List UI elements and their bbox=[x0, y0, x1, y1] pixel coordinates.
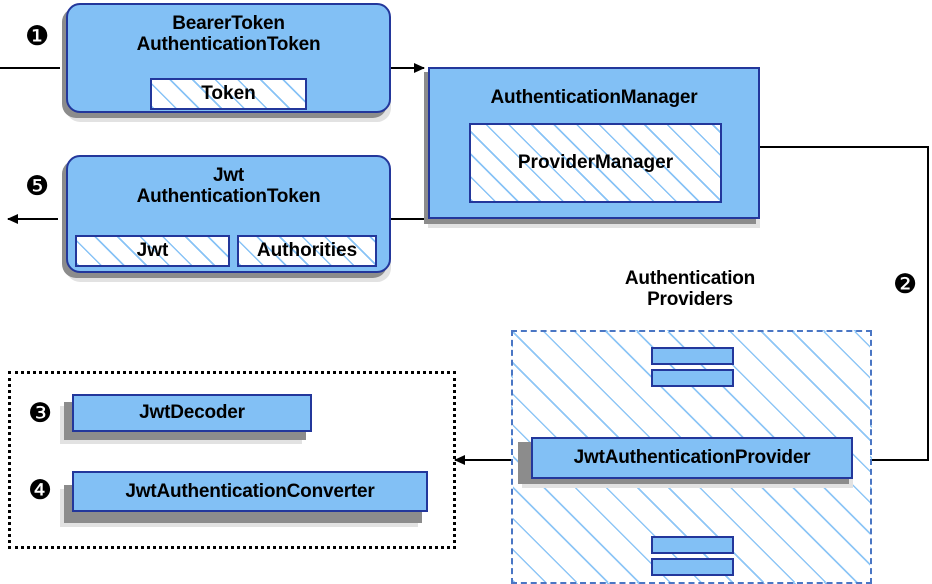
jwt-provider-label: JwtAuthenticationProvider bbox=[573, 447, 811, 469]
provider-stub-bottom-1 bbox=[651, 536, 734, 554]
jwt-token-title-line1: Jwt bbox=[212, 165, 245, 186]
bearer-token-title-line2: AuthenticationToken bbox=[136, 34, 321, 56]
providers-label-line2: Providers bbox=[647, 289, 733, 311]
step-badge-2: ❷ bbox=[893, 269, 918, 300]
slot-token[interactable]: Token bbox=[150, 78, 307, 110]
step-badge-1: ❶ bbox=[25, 21, 50, 52]
providers-group-label: Authentication Providers bbox=[560, 268, 820, 311]
jwt-token-title: Jwt AuthenticationToken bbox=[68, 157, 389, 208]
slot-token-label: Token bbox=[201, 83, 256, 104]
support-group-container bbox=[8, 371, 456, 549]
slot-jwt-label: Jwt bbox=[136, 240, 169, 261]
bearer-token-title-line1: BearerToken bbox=[172, 13, 285, 34]
slot-provider-manager-label: ProviderManager bbox=[517, 152, 674, 173]
jwt-converter-label: JwtAuthenticationConverter bbox=[125, 480, 375, 502]
provider-stub-top-1 bbox=[651, 347, 734, 365]
node-jwt-authentication-converter[interactable]: JwtAuthenticationConverter bbox=[72, 471, 428, 512]
provider-stub-bottom-2 bbox=[651, 558, 734, 576]
jwt-decoder-label: JwtDecoder bbox=[139, 402, 245, 424]
slot-authorities-label: Authorities bbox=[256, 240, 358, 261]
step-badge-3: ❸ bbox=[28, 398, 53, 429]
slot-authorities[interactable]: Authorities bbox=[237, 235, 377, 267]
bearer-token-title: BearerToken AuthenticationToken bbox=[68, 5, 389, 56]
auth-manager-title: AuthenticationManager bbox=[490, 87, 698, 108]
provider-stub-top-2 bbox=[651, 369, 734, 387]
providers-label-line1: Authentication bbox=[624, 268, 756, 289]
node-bearer-token-authentication-token[interactable]: BearerToken AuthenticationToken bbox=[66, 3, 391, 113]
node-jwt-decoder[interactable]: JwtDecoder bbox=[72, 394, 312, 432]
slot-jwt[interactable]: Jwt bbox=[75, 235, 230, 267]
slot-provider-manager[interactable]: ProviderManager bbox=[469, 123, 722, 203]
step-badge-4: ❹ bbox=[28, 475, 53, 506]
jwt-token-title-line2: AuthenticationToken bbox=[136, 186, 321, 208]
node-jwt-authentication-provider[interactable]: JwtAuthenticationProvider bbox=[531, 437, 853, 479]
step-badge-5: ❺ bbox=[25, 171, 50, 202]
